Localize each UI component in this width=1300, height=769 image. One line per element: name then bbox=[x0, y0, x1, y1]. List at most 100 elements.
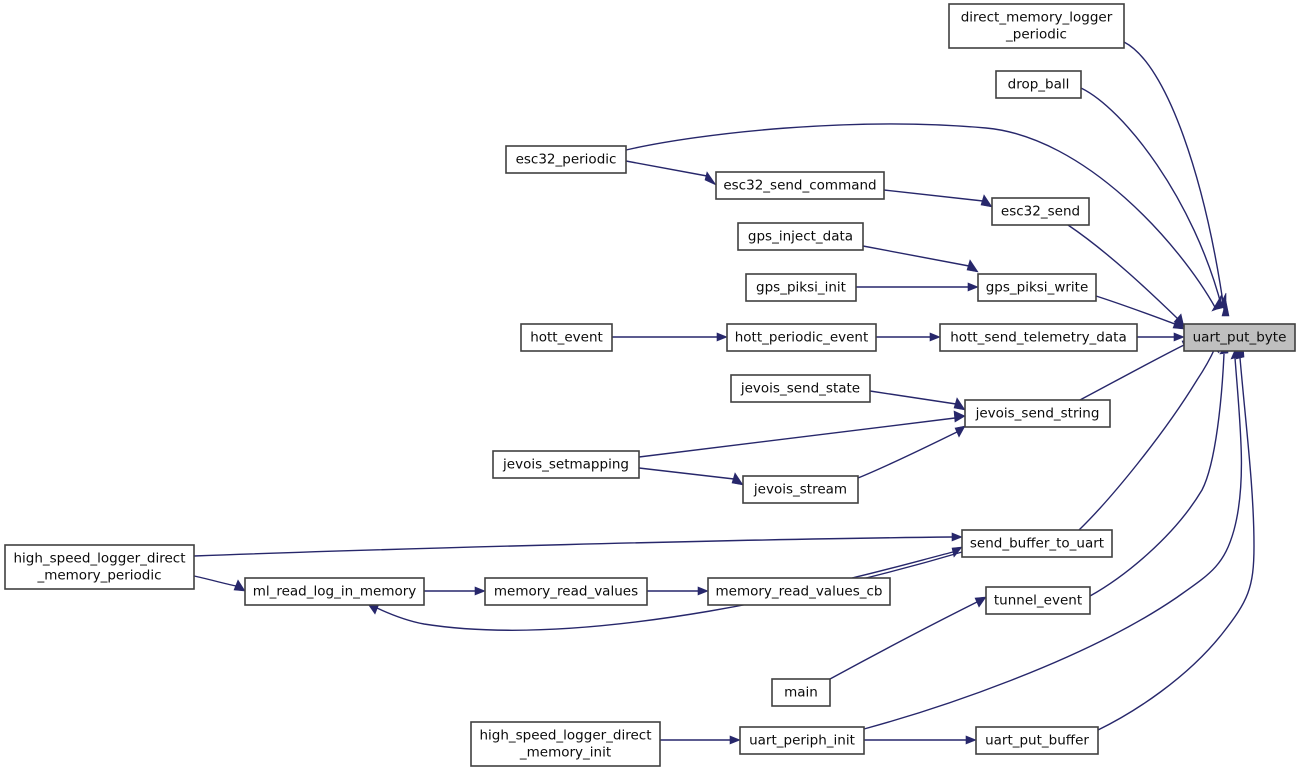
edge-line bbox=[376, 551, 963, 631]
graph-node-send_buffer_to_uart[interactable]: send_buffer_to_uart bbox=[961, 529, 1113, 558]
node-box[interactable] bbox=[939, 323, 1138, 352]
node-box[interactable] bbox=[470, 721, 661, 767]
graph-node-gps_piksi_write[interactable]: gps_piksi_write bbox=[977, 273, 1097, 302]
arrowhead-icon bbox=[704, 171, 717, 186]
graph-node-jevois_stream[interactable]: jevois_stream bbox=[742, 475, 859, 504]
edge-line bbox=[862, 245, 970, 267]
graph-node-esc32_send[interactable]: esc32_send bbox=[991, 197, 1090, 226]
graph-node-uart_periph_init[interactable]: uart_periph_init bbox=[739, 726, 865, 755]
edge-line bbox=[1123, 41, 1226, 317]
edge-high_speed_logger_direct_memory_periodic-to-ml_read_log_in_memory bbox=[193, 575, 246, 592]
edge-esc32_send_command-to-esc32_send bbox=[883, 189, 993, 208]
node-label-line: jevois_send_string bbox=[975, 406, 1100, 422]
node-box[interactable] bbox=[739, 726, 865, 755]
node-box[interactable] bbox=[244, 577, 425, 606]
edge-line bbox=[1097, 357, 1255, 731]
node-box[interactable] bbox=[975, 726, 1099, 755]
node-label: gps_piksi_write bbox=[986, 280, 1089, 296]
node-label: jevois_send_string bbox=[975, 406, 1100, 422]
node-label-line: uart_periph_init bbox=[749, 733, 855, 749]
node-label-line: gps_piksi_write bbox=[986, 280, 1089, 296]
graph-node-hott_send_telemetry_data[interactable]: hott_send_telemetry_data bbox=[939, 323, 1138, 352]
node-label: uart_put_buffer bbox=[985, 733, 1089, 749]
node-label: uart_put_byte bbox=[1193, 330, 1287, 346]
graph-node-ml_read_log_in_memory[interactable]: ml_read_log_in_memory bbox=[244, 577, 425, 606]
graph-node-jevois_setmapping[interactable]: jevois_setmapping bbox=[492, 450, 640, 479]
node-box[interactable] bbox=[4, 544, 195, 590]
edge-line bbox=[1089, 353, 1225, 597]
node-box[interactable] bbox=[520, 323, 613, 352]
node-box[interactable] bbox=[492, 450, 640, 479]
node-label: main bbox=[784, 685, 818, 701]
node-box[interactable] bbox=[745, 273, 857, 302]
node-label-line: esc32_periodic bbox=[516, 152, 617, 168]
graph-node-memory_read_values[interactable]: memory_read_values bbox=[484, 577, 648, 606]
node-box[interactable] bbox=[977, 273, 1097, 302]
graph-node-jevois_send_state[interactable]: jevois_send_state bbox=[730, 374, 871, 403]
arrowhead-icon bbox=[697, 586, 709, 596]
graph-node-esc32_send_command[interactable]: esc32_send_command bbox=[715, 171, 885, 200]
arrowhead-icon bbox=[953, 410, 966, 423]
node-box[interactable] bbox=[771, 678, 831, 707]
node-box[interactable] bbox=[730, 374, 871, 403]
graph-node-gps_piksi_init[interactable]: gps_piksi_init bbox=[745, 273, 857, 302]
node-label: send_buffer_to_uart bbox=[970, 536, 1104, 552]
node-box[interactable] bbox=[484, 577, 648, 606]
node-label-line: high_speed_logger_direct bbox=[479, 728, 651, 744]
node-label: esc32_send bbox=[1001, 204, 1080, 220]
node-label: high_speed_logger_direct_memory_periodic bbox=[13, 551, 185, 584]
graph-node-direct_memory_logger_periodic[interactable]: direct_memory_logger_periodic bbox=[948, 3, 1125, 49]
edge-uart_put_buffer-to-uart_put_byte bbox=[1097, 342, 1255, 731]
node-label: esc32_send_command bbox=[723, 178, 876, 194]
node-box[interactable] bbox=[948, 3, 1125, 49]
node-box[interactable] bbox=[742, 475, 859, 504]
node-box[interactable] bbox=[985, 586, 1091, 615]
node-box[interactable] bbox=[707, 577, 891, 606]
graph-node-hott_periodic_event[interactable]: hott_periodic_event bbox=[726, 323, 877, 352]
graph-node-tunnel_event[interactable]: tunnel_event bbox=[985, 586, 1091, 615]
node-label-line: drop_ball bbox=[1008, 77, 1070, 93]
node-box[interactable] bbox=[961, 529, 1113, 558]
node-label: uart_periph_init bbox=[749, 733, 855, 749]
edge-ml_read_log_in_memory-to-memory_read_values bbox=[424, 586, 486, 596]
arrowhead-icon bbox=[1211, 293, 1223, 312]
graph-node-uart_put_byte[interactable]: uart_put_byte bbox=[1183, 323, 1296, 352]
graph-node-drop_ball[interactable]: drop_ball bbox=[995, 70, 1082, 99]
graph-node-high_speed_logger_direct_memory_init[interactable]: high_speed_logger_direct_memory_init bbox=[470, 721, 661, 767]
node-box[interactable] bbox=[995, 70, 1082, 99]
node-box[interactable] bbox=[737, 222, 864, 251]
node-label-line: uart_put_byte bbox=[1193, 330, 1287, 346]
node-label-line: jevois_stream bbox=[753, 482, 847, 498]
node-box[interactable] bbox=[715, 171, 885, 200]
arrowhead-icon bbox=[729, 735, 741, 745]
node-label: direct_memory_logger_periodic bbox=[961, 10, 1113, 43]
graph-node-main[interactable]: main bbox=[771, 678, 831, 707]
edge-line bbox=[1095, 295, 1176, 325]
graph-node-gps_inject_data[interactable]: gps_inject_data bbox=[737, 222, 864, 251]
edge-jevois_setmapping-to-jevois_send_string bbox=[638, 410, 966, 458]
node-label-line: send_buffer_to_uart bbox=[970, 536, 1104, 552]
graph-node-memory_read_values_cb[interactable]: memory_read_values_cb bbox=[707, 577, 891, 606]
node-box[interactable] bbox=[991, 197, 1090, 226]
graph-node-jevois_send_string[interactable]: jevois_send_string bbox=[964, 399, 1111, 428]
graph-node-uart_put_buffer[interactable]: uart_put_buffer bbox=[975, 726, 1099, 755]
arrowhead-icon bbox=[954, 425, 966, 438]
edge-esc32_periodic-to-uart_put_byte bbox=[625, 123, 1223, 312]
node-box[interactable] bbox=[505, 145, 627, 174]
edge-line bbox=[857, 431, 958, 479]
arrowhead-icon bbox=[716, 332, 728, 342]
arrowhead-icon bbox=[980, 194, 993, 208]
node-label: esc32_periodic bbox=[516, 152, 617, 168]
arrowhead-icon bbox=[965, 735, 977, 745]
graph-node-esc32_periodic[interactable]: esc32_periodic bbox=[505, 145, 627, 174]
arrowhead-icon bbox=[1221, 300, 1230, 317]
node-label-line: tunnel_event bbox=[994, 593, 1082, 609]
node-box[interactable] bbox=[726, 323, 877, 352]
graph-node-high_speed_logger_direct_memory_periodic[interactable]: high_speed_logger_direct_memory_periodic bbox=[4, 544, 195, 590]
node-box[interactable] bbox=[1183, 323, 1296, 352]
edge-line bbox=[625, 123, 1217, 310]
node-box[interactable] bbox=[964, 399, 1111, 428]
graph-node-hott_event[interactable]: hott_event bbox=[520, 323, 613, 352]
